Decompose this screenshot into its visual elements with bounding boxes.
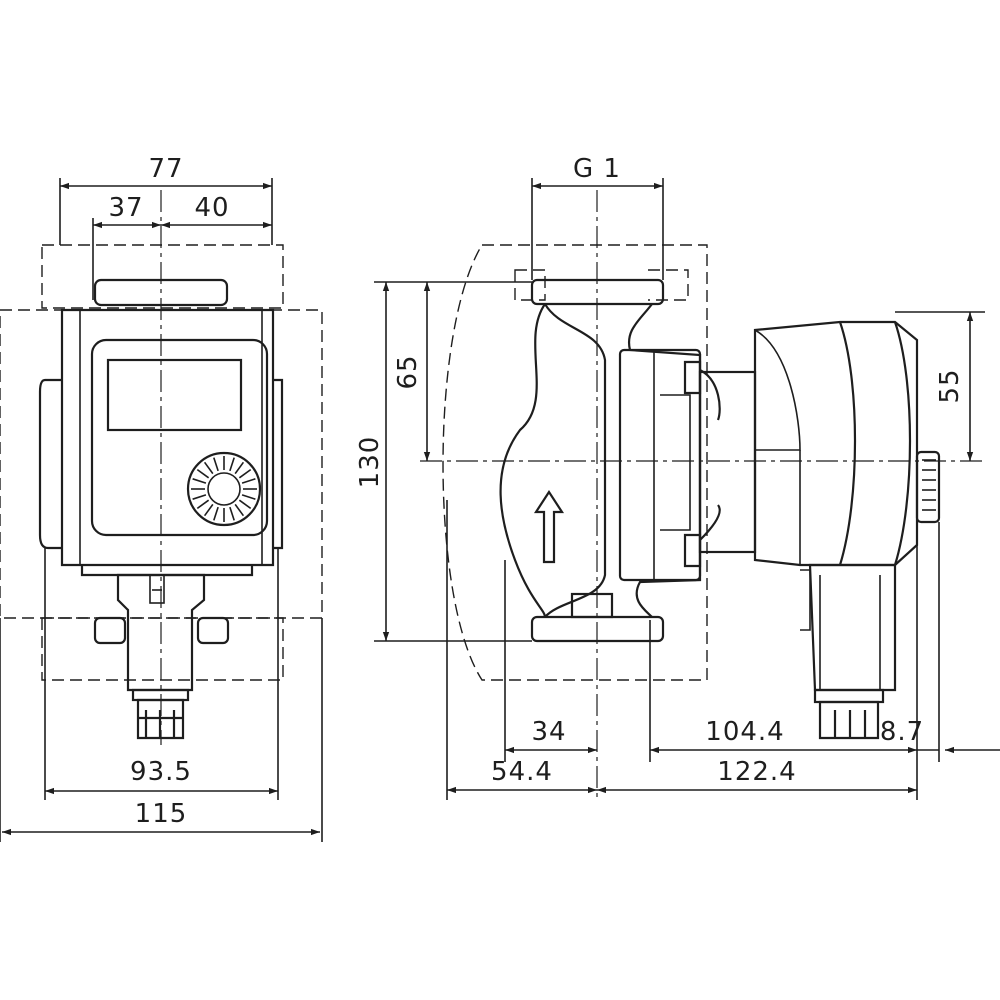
side-pump-chamber xyxy=(544,303,607,618)
side-pump-body-inner xyxy=(514,269,689,301)
knob-rib xyxy=(203,461,214,475)
front-bottom-connector-left xyxy=(93,616,127,645)
side-electrical-plug xyxy=(808,563,897,692)
side-cable-gland xyxy=(818,700,880,740)
dim-height-upper: 65 xyxy=(393,354,423,389)
side-plug-grip xyxy=(813,688,885,704)
dim-height-motor: 55 xyxy=(935,368,965,403)
front-cable-gland xyxy=(136,698,185,740)
front-control-knob[interactable] xyxy=(186,451,262,527)
knob-rib xyxy=(241,478,256,484)
front-view: 77 37 40 93.5 115 xyxy=(0,154,323,842)
front-electrical-plug xyxy=(116,573,206,692)
front-overall-outline xyxy=(0,309,323,619)
flow-direction-arrow-icon xyxy=(533,489,565,564)
knob-rib xyxy=(238,499,252,510)
knob-rib xyxy=(213,506,219,521)
knob-rib xyxy=(229,506,235,521)
side-volute-outline xyxy=(442,244,708,681)
side-drain-plug xyxy=(570,592,614,619)
dim-height-total: 130 xyxy=(355,436,385,489)
dim-depth-front: 54.4 xyxy=(491,757,553,787)
front-housing-side-left xyxy=(38,378,62,550)
dim-width-body: 93.5 xyxy=(130,757,192,787)
knob-rib xyxy=(203,503,214,517)
dim-width-total: 115 xyxy=(135,799,188,829)
knob-rib xyxy=(192,494,207,500)
knob-rib xyxy=(196,468,210,479)
side-view: G 1 130 65 55 34 54.4 104.4 8.7 122 xyxy=(355,154,1000,800)
dim-depth-back: 122.4 xyxy=(717,757,796,787)
dim-thread-size: G 1 xyxy=(573,154,621,184)
front-plug-latch xyxy=(149,574,165,604)
dim-width-left: 37 xyxy=(108,193,143,223)
knob-rib xyxy=(229,457,235,472)
front-flange-outline-bottom xyxy=(41,617,284,681)
side-rear-cap xyxy=(915,450,941,524)
dim-width-top: 77 xyxy=(148,154,183,184)
dim-width-right: 40 xyxy=(194,193,229,223)
front-display-screen xyxy=(106,358,243,432)
dim-depth-front-inner: 34 xyxy=(531,717,566,747)
knob-rib xyxy=(213,457,219,472)
front-housing-side-right xyxy=(273,378,284,550)
knob-rib xyxy=(196,499,210,510)
front-motor-housing xyxy=(60,308,275,567)
front-bottom-connector-right xyxy=(196,616,230,645)
side-motor-mount xyxy=(618,348,702,582)
front-control-panel xyxy=(90,338,269,537)
side-mount-bolt-bottom xyxy=(683,504,721,568)
knob-rib xyxy=(238,468,252,479)
front-flange-outline-top xyxy=(41,244,284,309)
side-motor-neck xyxy=(698,370,757,554)
knob-rib xyxy=(241,494,256,500)
dim-depth-cap: 8.7 xyxy=(880,717,924,747)
front-lower-housing xyxy=(80,565,254,577)
dim-depth-motor: 104.4 xyxy=(705,717,784,747)
knob-rib xyxy=(234,503,245,517)
knob-rib xyxy=(192,478,207,484)
side-pump-chamber-left xyxy=(499,303,547,618)
knob-rib xyxy=(234,461,245,475)
